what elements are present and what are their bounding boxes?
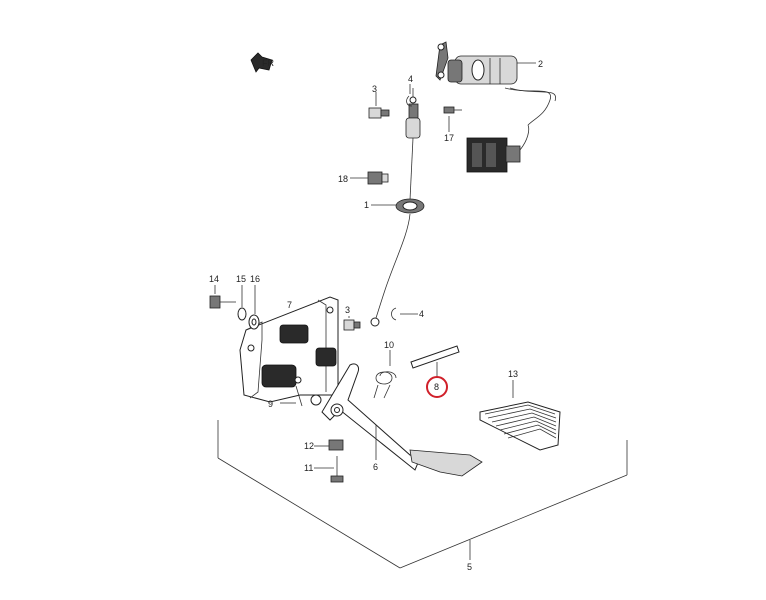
callout-16: 16	[250, 274, 260, 284]
bolt-14-part	[209, 285, 236, 309]
bolt-3-lower-part	[343, 316, 361, 331]
clip-4-lower-part	[391, 307, 418, 321]
callout-4-lower: 4	[419, 309, 424, 319]
callout-7: 7	[287, 300, 292, 310]
callout-6: 6	[373, 462, 378, 472]
bolt-17-part	[443, 106, 462, 128]
callout-17: 17	[444, 133, 454, 143]
washer-15-part	[237, 285, 247, 321]
return-spring-part	[373, 350, 397, 399]
callout-11: 11	[304, 463, 313, 473]
callout-3-top: 3	[372, 84, 377, 94]
callout-18: 18	[338, 174, 348, 184]
pin-9-part	[280, 385, 303, 407]
grommet-18-part	[350, 171, 389, 185]
callout-9: 9	[268, 399, 273, 409]
callout-14: 14	[209, 274, 219, 284]
callout-8: 8	[434, 382, 439, 392]
bolt-11-part	[314, 456, 344, 483]
clip-4-top-part	[406, 84, 413, 107]
nut-12-part	[314, 439, 344, 451]
callout-3-lower: 3	[345, 305, 350, 315]
bushing-part	[310, 394, 322, 406]
bolt-3-top-part	[368, 92, 390, 119]
pin-8-part	[410, 345, 460, 378]
highlight-circle-part-8	[426, 376, 448, 398]
callout-4-top: 4	[408, 74, 413, 84]
front-direction-arrow-icon: FR	[250, 52, 274, 73]
accelerator-cable-part	[370, 88, 425, 327]
callout-15: 15	[236, 274, 246, 284]
pedal-pad-part	[479, 380, 561, 451]
electrical-connector-part	[466, 124, 530, 173]
callout-12: 12	[304, 441, 314, 451]
pedal-bracket-part	[239, 296, 339, 403]
throttle-actuator-part	[435, 41, 556, 126]
assembly-outline	[217, 420, 628, 569]
callout-5: 5	[467, 562, 472, 572]
washer-16-part	[248, 285, 260, 330]
callout-1: 1	[364, 200, 369, 210]
callout-10: 10	[384, 340, 394, 350]
front-arrow-text: FR	[262, 58, 274, 68]
callout-13: 13	[508, 369, 518, 379]
pedal-arm-part	[321, 363, 483, 477]
callout-2: 2	[538, 59, 543, 69]
